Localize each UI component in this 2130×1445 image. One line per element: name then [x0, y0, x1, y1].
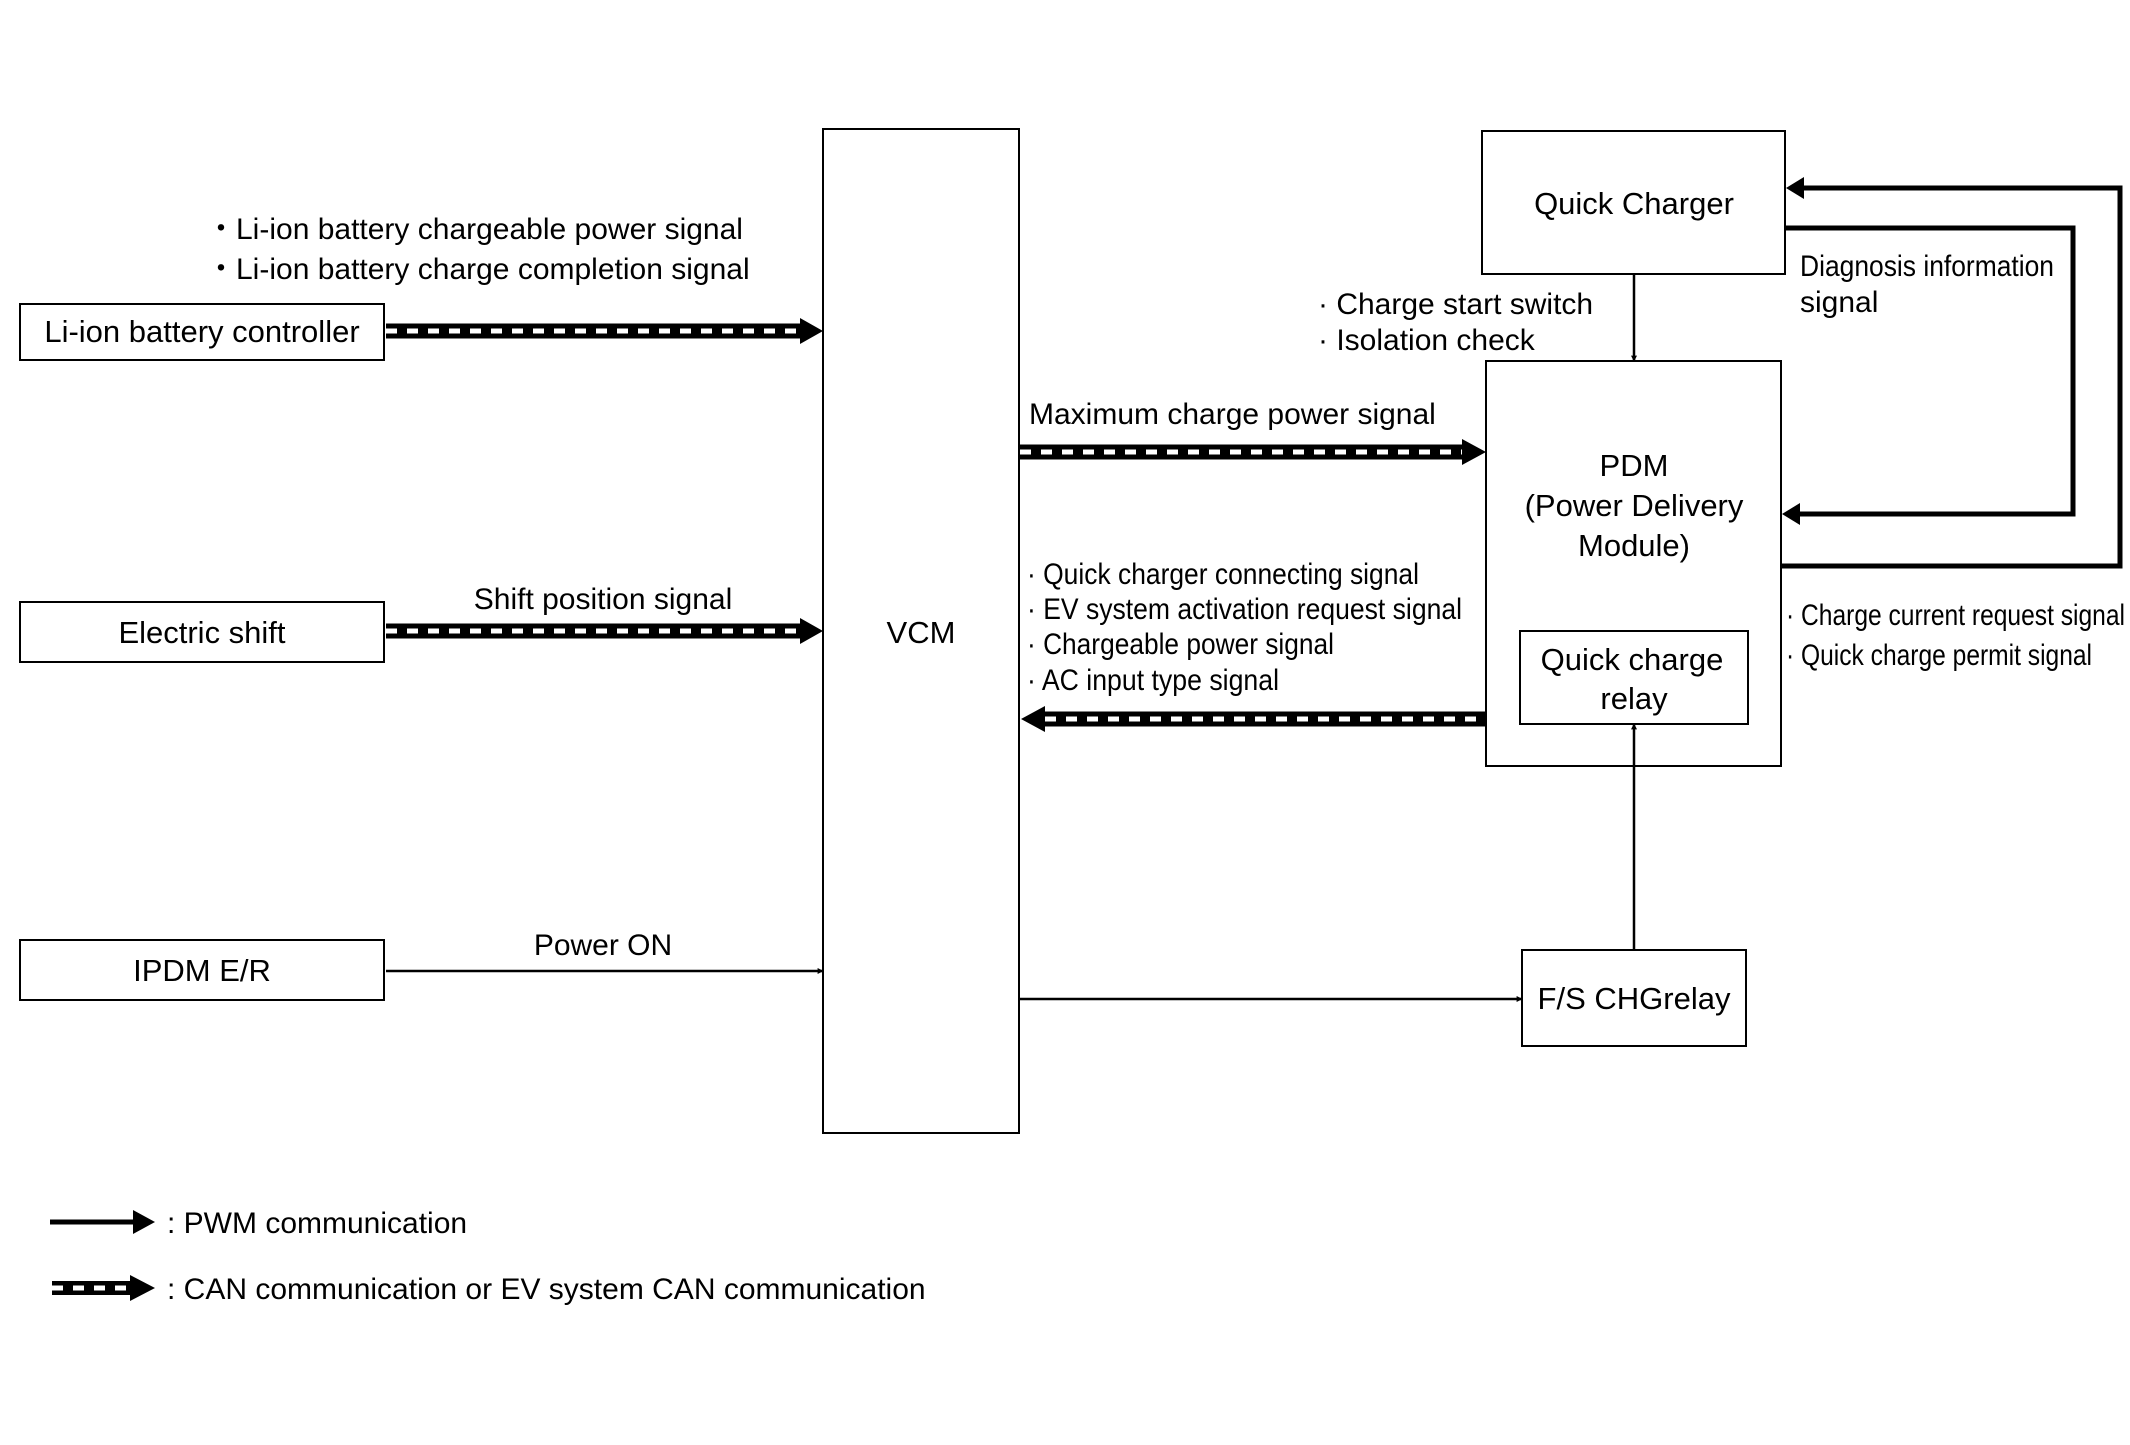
legend-pwm-label: : PWM communication	[167, 1207, 467, 1240]
pdm-label-line1: PDM	[1600, 448, 1669, 483]
signal-diagnosis-information-line1: Diagnosis information	[1800, 250, 2054, 283]
fs-chg-relay-label: F/S CHGrelay	[1538, 981, 1731, 1016]
signal-quick-charger-connecting: · Quick charger connecting signal	[1027, 558, 1419, 591]
ipdm-box	[19, 939, 385, 1001]
legend-can-arrow-head	[130, 1275, 155, 1301]
signal-ac-input-type: · AC input type signal	[1027, 664, 1279, 697]
signal-chargeable-power: · Chargeable power signal	[1027, 628, 1334, 661]
can-arrow-pdm-to-vcm	[1021, 706, 1486, 732]
vcm-box	[822, 128, 1020, 1134]
pdm-label-line2: (Power Delivery	[1525, 488, 1744, 523]
ipdm-label: IPDM E/R	[133, 953, 271, 988]
arrow-quick-charger-to-pdm-diagnosis	[1782, 225, 2076, 525]
electric-shift-box	[19, 601, 385, 663]
can-arrow-vcm-to-pdm	[1020, 439, 1486, 465]
signal-battery-charge-completion: ・Li-ion battery charge completion signal	[206, 253, 750, 286]
li-ion-battery-controller-box	[19, 303, 385, 361]
signal-charge-start-switch: · Charge start switch	[1318, 288, 1593, 321]
signal-charge-current-request: · Charge current request signal	[1786, 599, 2125, 632]
can-arrow-li-ion-to-vcm	[386, 318, 823, 344]
li-ion-battery-controller-label: Li-ion battery controller	[44, 314, 359, 349]
signal-quick-charge-permit: · Quick charge permit signal	[1786, 639, 2092, 672]
can-arrow-shift-to-vcm	[386, 618, 823, 644]
vcm-label: VCM	[887, 615, 956, 650]
signal-isolation-check: · Isolation check	[1318, 324, 1536, 357]
legend: : PWM communication : CAN communication …	[50, 1207, 926, 1306]
quick-charge-relay-label-line1: Quick charge	[1541, 642, 1724, 677]
electric-shift-label: Electric shift	[118, 615, 285, 650]
quick-charger-box	[1481, 130, 1786, 275]
signal-battery-chargeable-power: ・Li-ion battery chargeable power signal	[206, 213, 743, 246]
legend-can-label: : CAN communication or EV system CAN com…	[167, 1273, 926, 1306]
quick-charger-label: Quick Charger	[1534, 186, 1734, 221]
legend-pwm-arrow-head	[133, 1210, 155, 1234]
arrow-pdm-to-quick-charger	[1781, 177, 2123, 569]
signal-maximum-charge-power: Maximum charge power signal	[1029, 398, 1436, 431]
pdm-label-line3: Module)	[1578, 528, 1690, 563]
signal-diagnosis-information-line2: signal	[1800, 286, 1878, 319]
quick-charge-relay-label-line2: relay	[1600, 681, 1668, 716]
signal-ev-system-activation-request: · EV system activation request signal	[1027, 593, 1462, 626]
signal-shift-position: Shift position signal	[474, 583, 733, 616]
signal-power-on: Power ON	[534, 929, 672, 962]
